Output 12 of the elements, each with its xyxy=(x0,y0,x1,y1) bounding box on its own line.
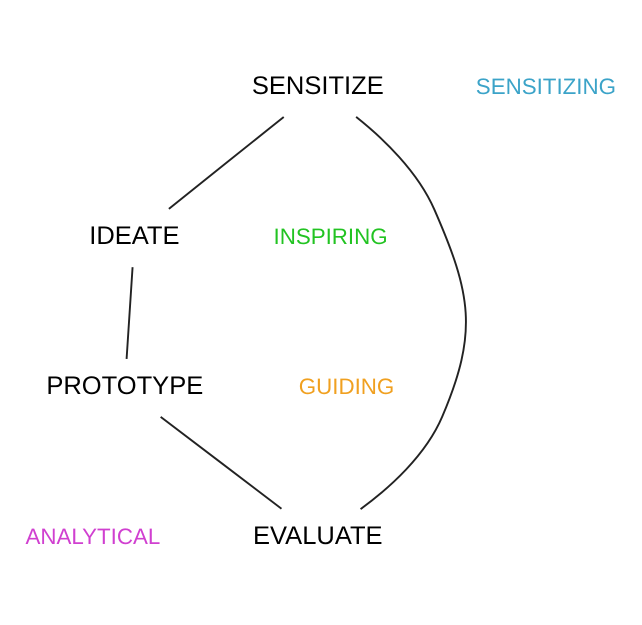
connector xyxy=(160,416,282,509)
connector xyxy=(168,116,284,210)
label: SENSITIZING xyxy=(476,73,616,98)
connector xyxy=(356,116,467,510)
label: ANALYTICAL xyxy=(25,523,160,548)
node-text: IDEATE xyxy=(89,222,180,250)
label: GUIDING xyxy=(298,373,394,398)
connector xyxy=(126,266,134,358)
node-text: PROTOTYPE xyxy=(46,372,204,400)
node-text: EVALUATE xyxy=(253,521,383,550)
label: INSPIRING xyxy=(274,223,388,248)
node-text: SENSITIZE xyxy=(252,72,384,100)
